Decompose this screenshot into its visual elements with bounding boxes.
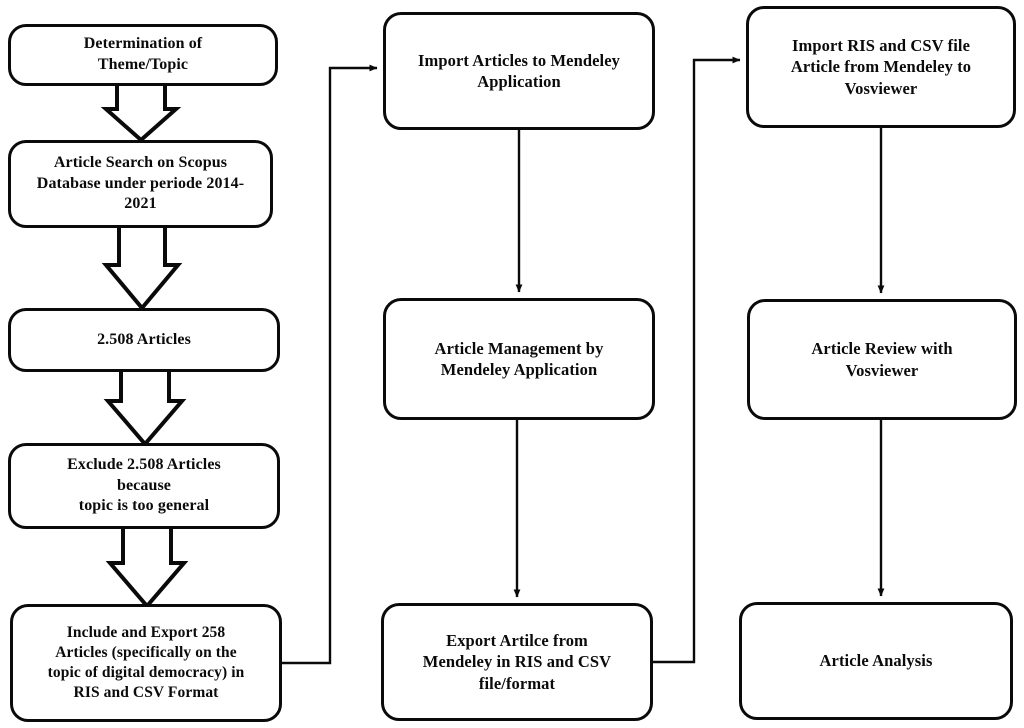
node-label: Article Search on Scopus Database under … (36, 153, 245, 213)
node-import-ris-csv-vosviewer[interactable]: Import RIS and CSV file Article from Men… (746, 6, 1016, 128)
node-label: 2.508 Articles (97, 330, 191, 348)
node-determination-of-theme-topic[interactable]: Determination of Theme/Topic (8, 24, 278, 86)
arrow-count-to-exclude (103, 368, 187, 448)
line-export-to-import-vos (653, 56, 741, 664)
node-label: Include and Export 258 Articles (specifi… (47, 623, 245, 702)
node-label: Article Review with Vosviewer (811, 339, 953, 380)
node-label: Article Analysis (819, 651, 933, 671)
node-article-analysis[interactable]: Article Analysis (739, 602, 1013, 720)
node-label: Import Articles to Mendeley Application (417, 50, 621, 91)
node-include-export-258[interactable]: Include and Export 258 Articles (specifi… (10, 604, 282, 722)
arrow-exclude-to-include (105, 525, 189, 610)
arrow-theme-to-search (100, 82, 182, 143)
node-article-review-vosviewer[interactable]: Article Review with Vosviewer (747, 299, 1017, 420)
node-label: Import RIS and CSV file Article from Men… (790, 35, 972, 98)
node-label: Determination of Theme/Topic (83, 35, 203, 73)
node-export-article-ris-csv[interactable]: Export Artilce from Mendeley in RIS and … (381, 603, 653, 721)
node-article-search-scopus[interactable]: Article Search on Scopus Database under … (8, 140, 273, 228)
node-label: Exclude 2.508 Articles because topic is … (67, 455, 221, 515)
node-label: Article Management by Mendeley Applicati… (434, 338, 604, 379)
node-article-management-mendeley[interactable]: Article Management by Mendeley Applicati… (383, 298, 655, 420)
node-label: Export Artilce from Mendeley in RIS and … (422, 630, 612, 693)
node-import-articles-mendeley[interactable]: Import Articles to Mendeley Application (383, 12, 655, 130)
node-articles-count[interactable]: 2.508 Articles (8, 308, 280, 372)
line-include-to-import-mendeley (282, 64, 378, 665)
arrow-search-to-count (101, 224, 183, 312)
node-exclude-articles[interactable]: Exclude 2.508 Articles because topic is … (8, 443, 280, 529)
